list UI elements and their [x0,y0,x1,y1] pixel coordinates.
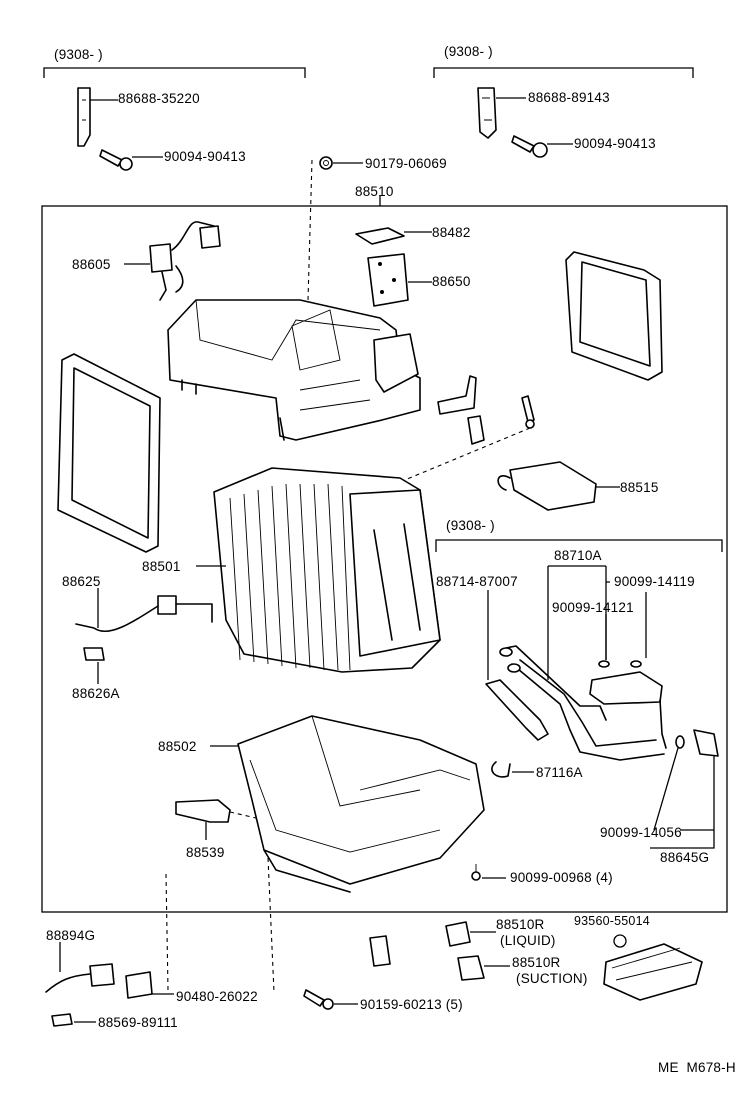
part-label-88688-35220: 88688-35220 [118,91,200,106]
bracket-top-left [43,67,306,171]
sensor-icon [175,799,231,823]
screw-icon [303,989,334,1010]
amplifier-icon [603,934,703,1001]
part-label-93560-55014: 93560-55014 [574,914,650,928]
part-label-88569-89111: 88569-89111 [98,1015,178,1030]
bracket-label-top-left: (9308- ) [54,47,103,62]
bracket-icon [491,761,511,778]
grommet-icon [598,660,642,668]
screw-icon [521,395,535,429]
bracket-icon [51,1013,73,1027]
part-label-88502: 88502 [158,739,197,754]
part-label-88894G: 88894G [46,928,96,943]
sensor-icon [675,729,719,757]
part-label-88688-89143: 88688-89143 [528,90,610,105]
bracket-label-top-right: (9308- ) [444,44,493,59]
part-label-88501: 88501 [142,559,181,574]
evaporator-icon [213,467,441,673]
part-label-90179-06069: 90179-06069 [365,156,447,171]
part-label-suction: (SUCTION) [516,971,588,986]
part-label-88539: 88539 [186,845,225,860]
bracket-icon [477,87,497,139]
bracket-label-mid-right: (9308- ) [446,518,495,533]
assembly-frame [41,205,728,913]
part-label-90480-26022: 90480-26022 [176,989,258,1004]
part-label-90159-60213: 90159-60213 (5) [360,997,463,1012]
part-label-88710A: 88710A [554,548,602,563]
part-label-87116A: 87116A [536,765,583,780]
nut-icon [319,156,333,170]
part-label-liquid: (LIQUID) [500,933,556,948]
sensor-icon [497,461,597,511]
screw-icon [511,135,548,158]
part-label-90094-90413-a: 90094-90413 [164,149,246,164]
part-label-88650: 88650 [432,274,471,289]
part-label-90099-00968: 90099-00968 (4) [510,870,613,885]
case-icon [167,299,421,441]
pipe-icon [45,963,153,999]
bracket-icon [77,87,91,147]
part-label-88714-87007: 88714-87007 [436,574,518,589]
part-label-88482: 88482 [432,225,471,240]
part-label-88625: 88625 [62,574,101,589]
bracket-icon [355,227,432,307]
part-label-88645G: 88645G [660,850,710,865]
grommet-icon [369,921,485,981]
screw-icon [471,864,481,881]
sensor-icon [75,595,213,661]
part-label-88510R-suction: 88510R [512,955,561,970]
part-label-88515: 88515 [620,480,659,495]
case-icon [237,715,485,893]
screw-icon [99,149,133,171]
part-label-90099-14121: 90099-14121 [552,600,634,615]
part-label-88626A: 88626A [72,686,120,701]
part-label-88510: 88510 [355,184,394,199]
bracket-top-right [433,67,694,158]
sensor-icon [149,221,221,301]
part-label-90099-14119: 90099-14119 [614,574,695,589]
bracket-icon [437,375,485,445]
seal-frame-right [565,251,663,381]
diagram-id: ME M678-H [658,1060,736,1075]
part-label-88510R-liquid: 88510R [496,917,545,932]
part-label-90094-90413-b: 90094-90413 [574,136,656,151]
part-label-88605: 88605 [72,257,111,272]
pipe-icon [485,645,667,761]
seal-frame-left [57,353,161,553]
part-label-90099-14056: 90099-14056 [600,825,682,840]
